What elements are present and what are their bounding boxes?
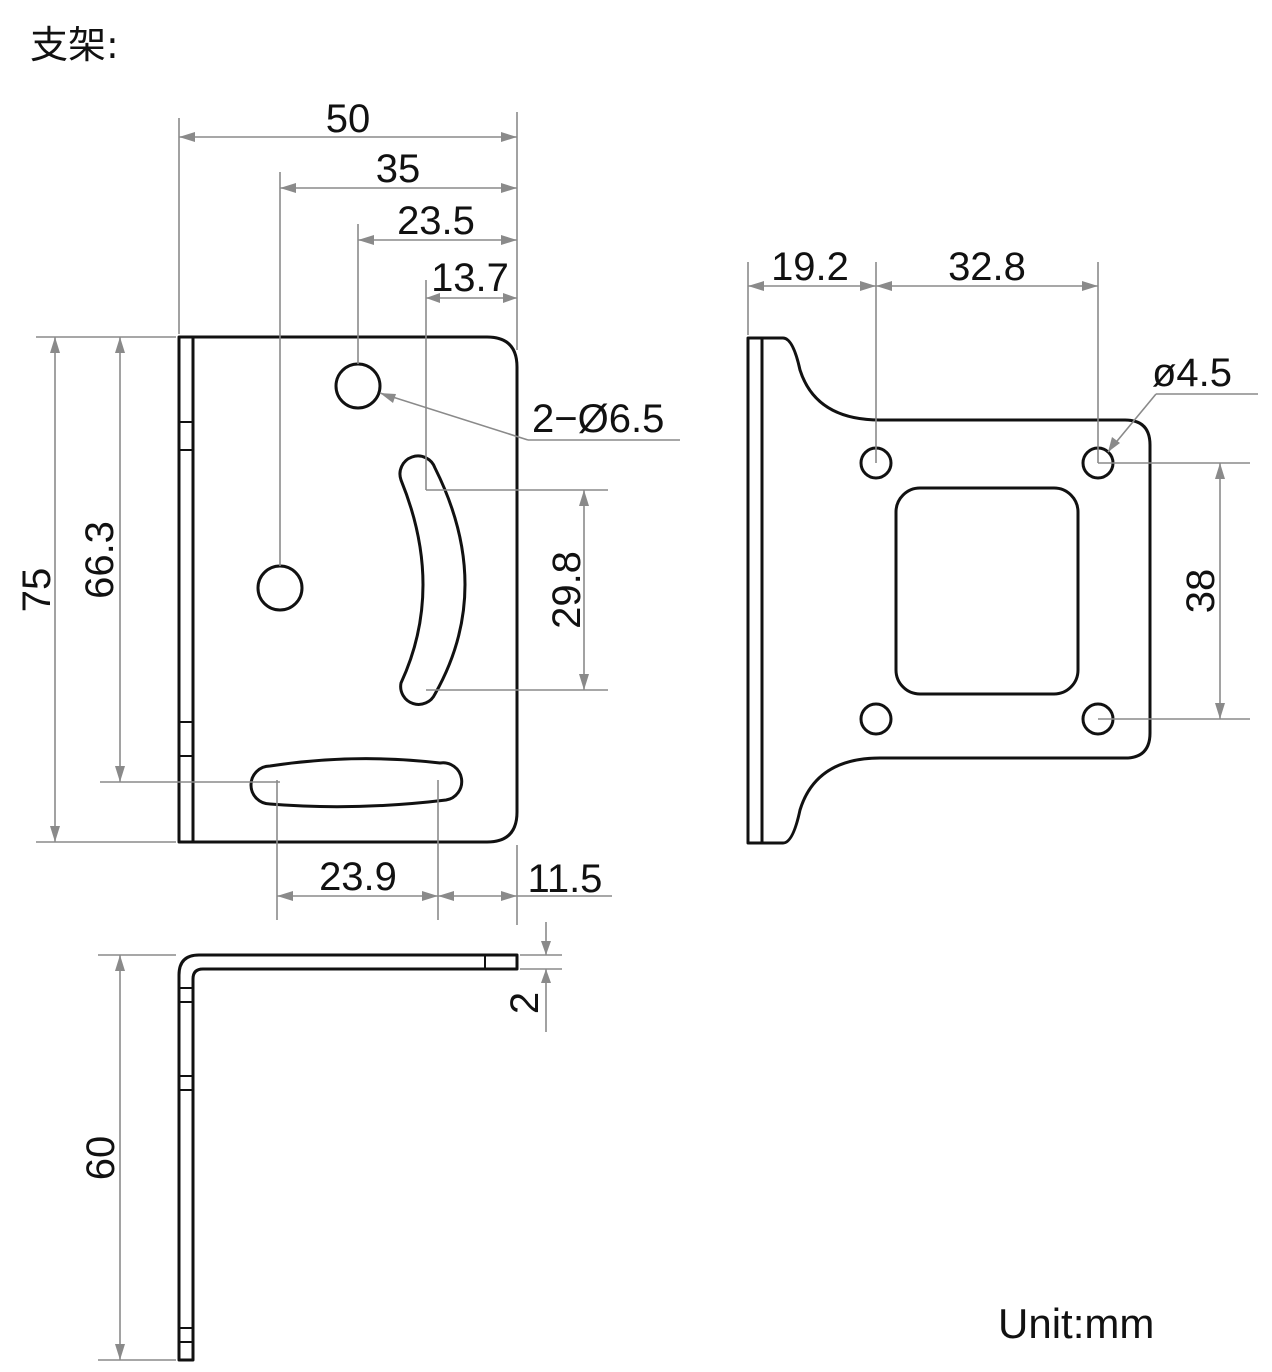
- l-profile: [177, 953, 519, 1362]
- dim-width-50: 50: [326, 97, 371, 141]
- drawing-title: 支架:: [30, 23, 119, 67]
- dim-thickness-2: 2: [503, 992, 547, 1014]
- dim-width-13-7: 13.7: [431, 256, 509, 300]
- front-view: 50 35 23.5 13.7 2−Ø6.5 75: [15, 97, 680, 925]
- dim-height-75: 75: [15, 568, 59, 613]
- unit-note: Unit:mm: [998, 1300, 1154, 1347]
- dim-offset-11-5: 11.5: [528, 857, 603, 901]
- hole-dia-4-5: ø4.5: [1152, 351, 1232, 395]
- flange-view: 19.2 32.8 ø4.5 38: [746, 245, 1258, 845]
- flange-edge-strip: [746, 336, 764, 845]
- dim-height-66-3: 66.3: [78, 521, 122, 599]
- hole-note-2x-6-5: 2−Ø6.5: [532, 397, 664, 441]
- side-view: 60 2: [79, 922, 562, 1362]
- dim-offset-19-2: 19.2: [771, 245, 849, 289]
- flange-hole-bottom-left: [859, 702, 893, 736]
- dim-spacing-38: 38: [1179, 569, 1223, 614]
- dim-slot-span-29-8: 29.8: [545, 551, 589, 629]
- flange-outline: [760, 336, 1152, 845]
- bottom-slot: [249, 757, 464, 809]
- mounting-hole-center: [256, 564, 304, 612]
- arc-slot: [398, 454, 467, 706]
- dim-spacing-32-8: 32.8: [948, 245, 1026, 289]
- dim-bottom-slot-23-9: 23.9: [319, 855, 397, 899]
- front-plate-outline: [177, 335, 519, 844]
- dim-width-35: 35: [376, 147, 421, 191]
- center-cutout: [894, 486, 1080, 696]
- mounting-hole-top: [334, 362, 382, 410]
- dim-height-60: 60: [79, 1136, 123, 1181]
- dim-width-23-5: 23.5: [397, 199, 475, 243]
